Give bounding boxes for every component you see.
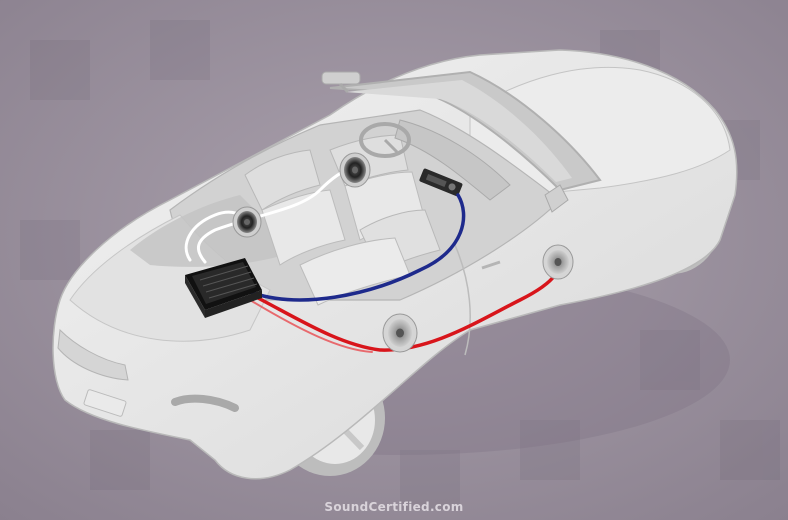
rear-speaker-right (339, 152, 371, 188)
head-unit (419, 168, 463, 197)
amplifier (185, 258, 262, 318)
license-plate (83, 389, 127, 417)
door-handle (481, 260, 501, 270)
power-cable-branch (249, 299, 373, 353)
tail-light (57, 328, 129, 381)
rca-cable (248, 193, 466, 302)
steering-wheel (359, 122, 411, 158)
rear-speaker-left (232, 206, 262, 238)
watermark: SoundCertified.com (324, 500, 464, 514)
dashboard (394, 119, 511, 201)
speaker-wire-right (196, 166, 354, 264)
side-mirror (544, 184, 569, 213)
door-line (454, 244, 471, 356)
power-cable (256, 273, 557, 352)
front-seat-right (299, 209, 441, 306)
rearview-mirror (321, 71, 361, 94)
windshield-glass (345, 80, 572, 182)
front-door-speaker (542, 244, 574, 280)
rear-door-speaker (382, 313, 418, 353)
exhaust (171, 394, 239, 412)
windshield (329, 70, 602, 192)
